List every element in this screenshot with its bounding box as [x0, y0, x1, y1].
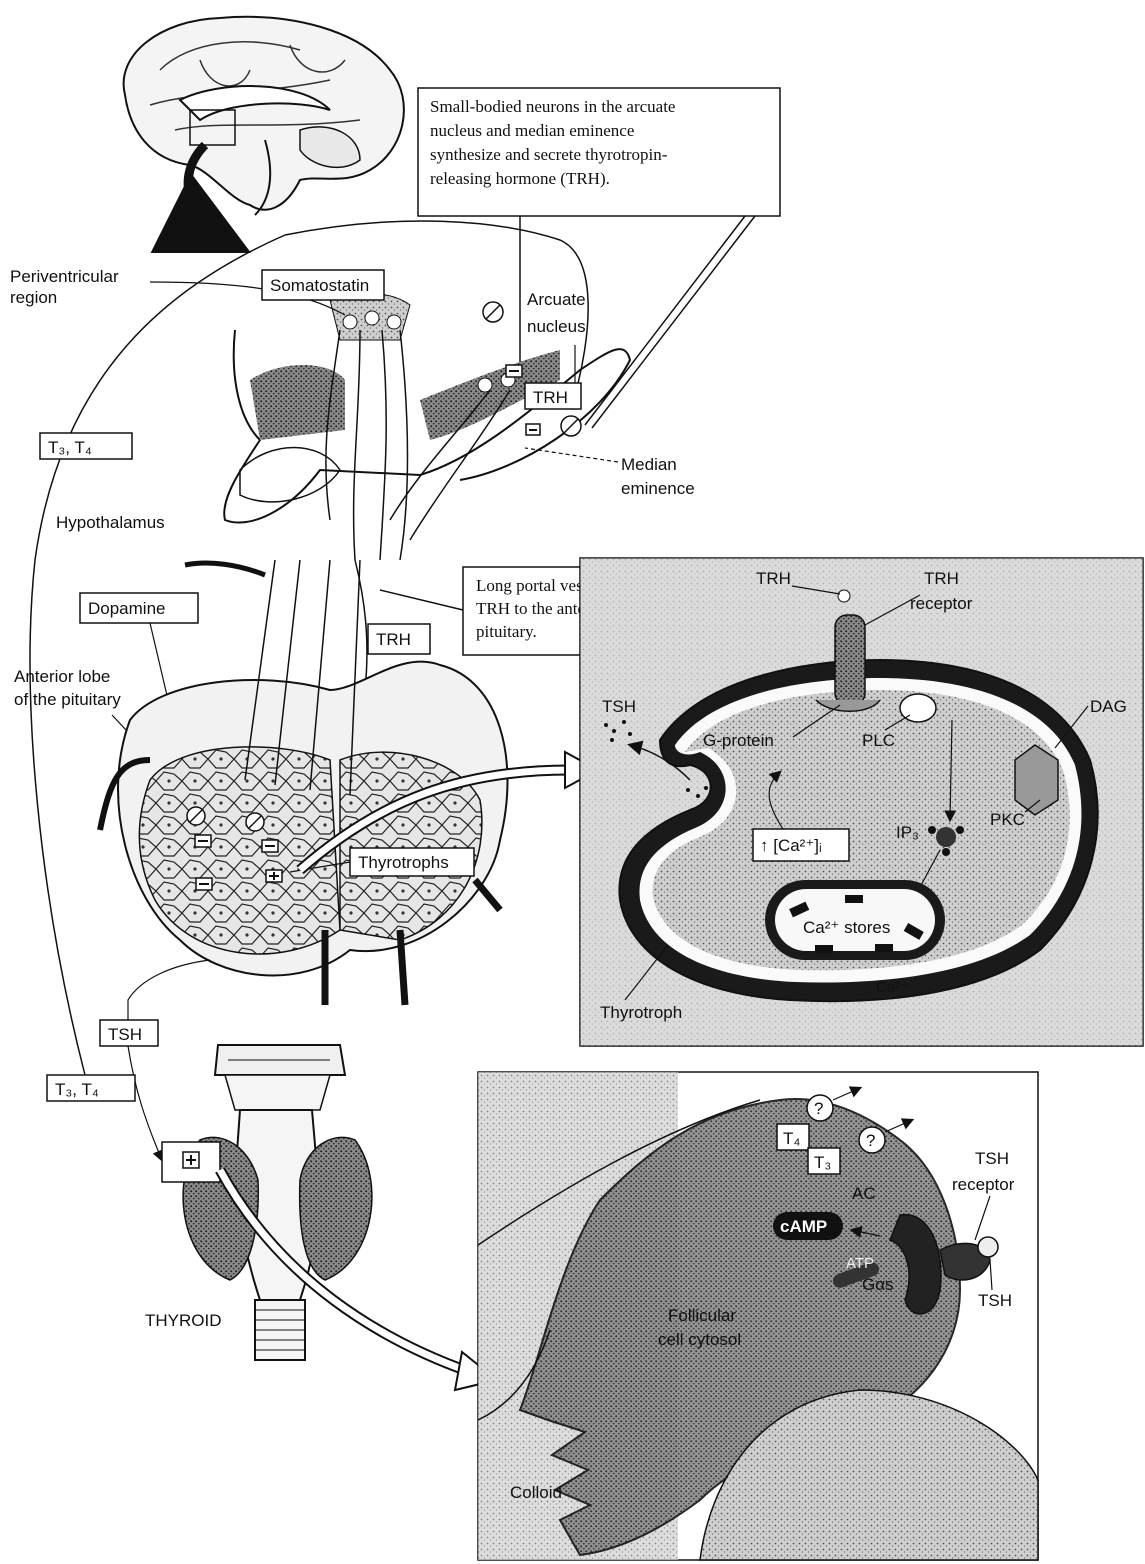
tsh-receptor-label: TSH [975, 1149, 1009, 1168]
pkc-label: PKC [990, 810, 1025, 829]
tsh-left-label: TSH [108, 1025, 142, 1044]
calcium-stores-label: Ca²⁺ stores [803, 918, 890, 937]
arcuate-label: Arcuate [527, 290, 586, 309]
calcium-intracellular-label: ↑ [Ca²⁺]ᵢ [760, 836, 822, 855]
g-protein-label: G-protein [703, 731, 774, 750]
brain-illustration [124, 17, 404, 245]
plc-label: PLC [862, 731, 895, 750]
periventricular-label-2: region [10, 288, 57, 307]
arcuate-label-2: nucleus [527, 317, 586, 336]
camp-badge: cAMP [780, 1217, 827, 1236]
t3-t4-lower-label: T₃, T₄ [55, 1080, 99, 1099]
callout-line-4: releasing hormone (TRH). [430, 169, 610, 188]
anterior-lobe-label-2: of the pituitary [14, 690, 121, 709]
tsh-receptor-label-2: receptor [952, 1175, 1015, 1194]
follicular-cytosol-label-2: cell cytosol [658, 1330, 741, 1349]
question-mark-2: ? [866, 1131, 875, 1150]
dag-label: DAG [1090, 697, 1127, 716]
portal-line-3: pituitary. [476, 622, 537, 641]
trh-portal-label: TRH [376, 630, 411, 649]
thyrotroph-cell-panel [580, 558, 1143, 1046]
trh-neurons-callout: Small-bodied neurons in the arcuate nucl… [418, 88, 780, 428]
trh-receptor-label-2: receptor [910, 594, 973, 613]
follicular-cell-panel [478, 1072, 1038, 1560]
t3-label: T₃ [814, 1153, 831, 1172]
t3-t4-upper-label: T₃, T₄ [48, 438, 92, 457]
callout-line-2: nucleus and median eminence [430, 121, 634, 140]
atp-label: ATP [846, 1255, 874, 1272]
median-eminence-label: Median [621, 455, 677, 474]
periventricular-label: Periventricular [10, 267, 119, 286]
median-eminence-label-2: eminence [621, 479, 695, 498]
follicular-cytosol-label: Follicular [668, 1306, 736, 1325]
thyrotroph-label: Thyrotroph [600, 1003, 682, 1022]
somatostatin-label: Somatostatin [270, 276, 369, 295]
question-mark-1: ? [814, 1099, 823, 1118]
ac-label: AC [852, 1184, 876, 1203]
tsh-ligand-label: TSH [978, 1291, 1012, 1310]
t4-label: T₄ [783, 1129, 800, 1148]
trh-arcuate-label: TRH [533, 388, 568, 407]
callout-line-1: Small-bodied neurons in the arcuate [430, 97, 675, 116]
thyroid-label: THYROID [145, 1311, 222, 1330]
anterior-lobe-label: Anterior lobe [14, 667, 110, 686]
dopamine-label: Dopamine [88, 599, 166, 618]
trh-receptor-label: TRH [924, 569, 959, 588]
colloid-label: Colloid [510, 1483, 562, 1502]
calcium-small-label: Ca²⁺ [876, 979, 908, 996]
tsh-secreted-label: TSH [602, 697, 636, 716]
hypothalamus-label: Hypothalamus [56, 513, 165, 532]
g-alpha-s-label: Gαs [862, 1275, 894, 1294]
trh-ligand-label: TRH [756, 569, 791, 588]
ip3-label: IP₃ [896, 823, 919, 842]
thyrotrophs-label: Thyrotrophs [358, 853, 449, 872]
callout-line-3: synthesize and secrete thyrotropin- [430, 145, 668, 164]
